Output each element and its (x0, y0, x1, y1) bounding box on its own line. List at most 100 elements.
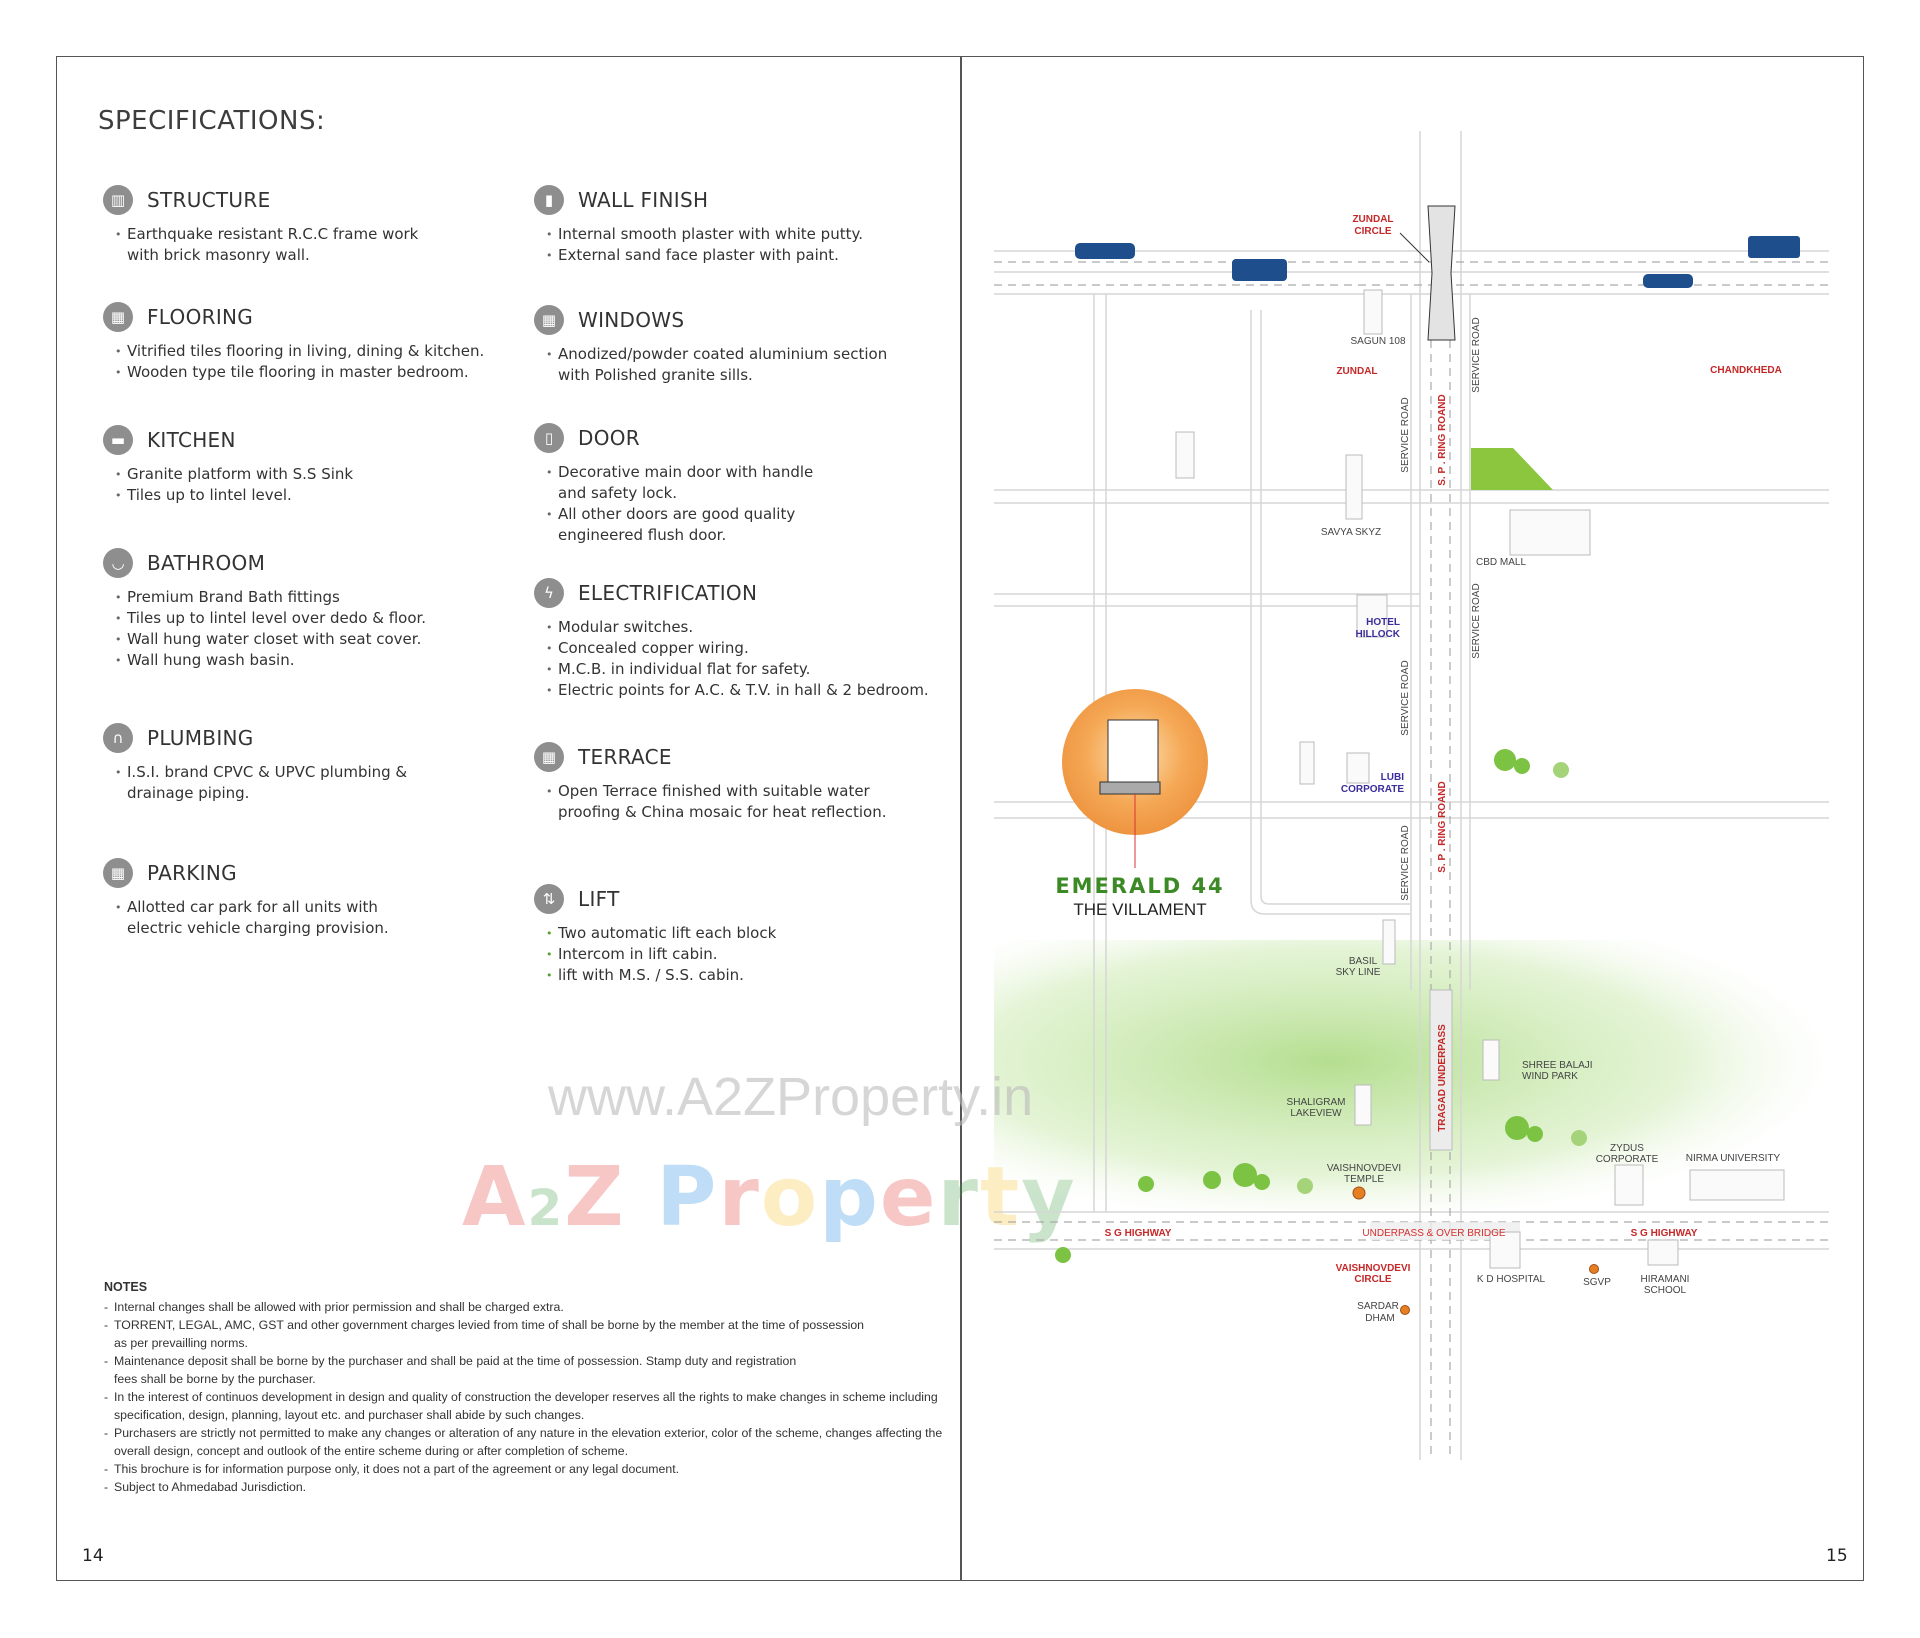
spec-item: Electric points for A.C. & T.V. in hall … (546, 680, 934, 701)
label-zundal-circle: ZUNDAL (1352, 214, 1393, 225)
note-item: Maintenance deposit shall be borne by th… (104, 1352, 942, 1388)
spec-section-title: ELECTRIFICATION (578, 581, 758, 605)
label-service-road: SERVICE ROAD (1400, 397, 1411, 472)
label-cbd: CBD MALL (1476, 557, 1526, 568)
bus-icon (1232, 259, 1287, 281)
label-service-road: SERVICE ROAD (1400, 660, 1411, 735)
spec-list: Premium Brand Bath fittingsTiles up to l… (103, 587, 503, 671)
spec-section-title: TERRACE (578, 745, 672, 769)
spec-section-title: STRUCTURE (147, 188, 271, 212)
spec-section-header: ▯DOOR (534, 422, 934, 454)
car-icon (1643, 274, 1693, 288)
spec-section-structure: ▥STRUCTUREEarthquake resistant R.C.C fra… (103, 184, 503, 266)
label-hotel-hillock: HILLOCK (1356, 629, 1401, 640)
label-nirma: NIRMA UNIVERSITY (1686, 1153, 1781, 1164)
label-basil: SKY LINE (1336, 967, 1381, 978)
vehicles (1075, 236, 1800, 288)
label-service-road: SERVICE ROAD (1400, 825, 1411, 900)
label-tragad: TRAGAD UNDERPASS (1437, 1024, 1448, 1132)
hospital-icon (1489, 1231, 1521, 1269)
label-vaishnovdevi-circle: CIRCLE (1354, 1274, 1392, 1285)
label-basil: BASIL (1349, 956, 1378, 967)
spec-section-title: KITCHEN (147, 428, 236, 452)
note-item: Purchasers are strictly not permitted to… (104, 1424, 942, 1460)
spec-section-title: PARKING (147, 861, 237, 885)
watermark-logo: A2Z Property (462, 1150, 1075, 1245)
spec-list: Vitrified tiles flooring in living, dini… (103, 341, 503, 383)
underpass-bridge (1370, 1222, 1520, 1240)
building-icon: ▥ (103, 185, 133, 215)
label-balaji: WIND PARK (1522, 1071, 1578, 1082)
car-icon (1075, 243, 1135, 259)
spec-section-bathroom: ◡BATHROOMPremium Brand Bath fittingsTile… (103, 547, 503, 671)
project-building-base (1099, 781, 1161, 795)
label-zundal-circle: CIRCLE (1354, 226, 1392, 237)
label-hiramani: SCHOOL (1644, 1285, 1687, 1296)
spec-item: Two automatic lift each block (546, 923, 934, 944)
watermark-url: www.A2ZProperty.in (548, 1067, 1034, 1127)
grid-icon: ▦ (534, 742, 564, 772)
project-name: EMERALD 44 (1055, 874, 1224, 898)
spec-item: Tiles up to lintel level over dedo & flo… (115, 608, 503, 629)
spec-list: I.S.I. brand CPVC & UPVC plumbing & drai… (103, 762, 503, 804)
spec-list: Allotted car park for all units with ele… (103, 897, 503, 939)
callout-line (1399, 232, 1430, 263)
spec-section-header: ▦ PARKING (103, 857, 503, 889)
spec-item: Wall hung water closet with seat cover. (115, 629, 503, 650)
page-number-right: 15 (1826, 1546, 1848, 1566)
label-shaligram: LAKEVIEW (1290, 1108, 1342, 1119)
trees (1055, 749, 1587, 1263)
building-icon (1299, 741, 1315, 785)
spec-item: External sand face plaster with paint. (546, 245, 934, 266)
spec-section-wall-finish: ▮WALL FINISH Internal smooth plaster with… (534, 184, 934, 266)
buildings (1175, 289, 1785, 1269)
parking-icon: ▦ (103, 858, 133, 888)
spec-section-parking: ▦ PARKING Allotted car park for all units … (103, 857, 503, 939)
label-zundal: ZUNDAL (1336, 366, 1377, 377)
pipe-icon: ∩ (103, 723, 133, 753)
label-service-road: SERVICE ROAD (1471, 317, 1482, 392)
spec-item: M.C.B. in individual flat for safety. (546, 659, 934, 680)
sink-icon: ▬ (103, 425, 133, 455)
spec-section-electrification: ϟELECTRIFICATIONModular switches.Conceal… (534, 577, 934, 701)
mall-icon (1509, 509, 1591, 556)
note-item: This brochure is for information purpose… (104, 1460, 942, 1478)
spec-item: Vitrified tiles flooring in living, dini… (115, 341, 503, 362)
spec-section-terrace: ▦ TERRACE Open Terrace finished with suita… (534, 741, 934, 823)
label-lubi: CORPORATE (1341, 784, 1404, 795)
spec-item: Internal smooth plaster with white putty… (546, 224, 934, 245)
building-icon (1346, 752, 1370, 784)
page-divider (960, 56, 962, 1581)
notes-heading: NOTES (104, 1280, 148, 1294)
spec-section-flooring: ▦FLOORINGVitrified tiles flooring in liv… (103, 301, 503, 383)
spec-list: Open Terrace finished with suitable wate… (534, 781, 934, 823)
roads (994, 131, 1829, 1460)
label-vaishnovdevi-circle: VAISHNOVDEVI (1336, 1263, 1411, 1274)
university-icon (1689, 1169, 1785, 1201)
label-service-road: SERVICE ROAD (1471, 583, 1482, 658)
spec-item: I.S.I. brand CPVC & UPVC plumbing & drai… (115, 762, 503, 804)
spec-list: Anodized/powder coated aluminium section… (534, 344, 934, 386)
spec-section-header: ▦WINDOWS (534, 304, 934, 336)
spec-section-title: LIFT (578, 887, 620, 911)
window-icon: ▦ (534, 305, 564, 335)
label-savya: SAVYA SKYZ (1321, 527, 1381, 538)
label-sg-highway: S G HIGHWAY (1105, 1228, 1172, 1239)
spec-section-header: ▦ TERRACE (534, 741, 934, 773)
spec-item: Open Terrace finished with suitable wate… (546, 781, 934, 823)
label-hiramani: HIRAMANI (1641, 1274, 1690, 1285)
label-underpass: UNDERPASS & OVER BRIDGE (1362, 1228, 1506, 1239)
page-number-left: 14 (82, 1546, 104, 1566)
spec-section-header: ∩PLUMBING (103, 722, 503, 754)
label-sardar-dham: SARDAR (1357, 1301, 1399, 1312)
spec-item: Intercom in lift cabin. (546, 944, 934, 965)
zundal-flyover (1427, 205, 1456, 341)
label-kd-hospital: K D HOSPITAL (1477, 1274, 1546, 1285)
spec-section-header: ▮WALL FINISH (534, 184, 934, 216)
project-building-icon (1107, 719, 1159, 791)
note-item: In the interest of continuos development… (104, 1388, 942, 1424)
spec-item: Decorative main door with handle and saf… (546, 462, 934, 504)
spec-list: Internal smooth plaster with white putty… (534, 224, 934, 266)
note-item: Subject to Ahmedabad Jurisdiction. (104, 1478, 942, 1496)
